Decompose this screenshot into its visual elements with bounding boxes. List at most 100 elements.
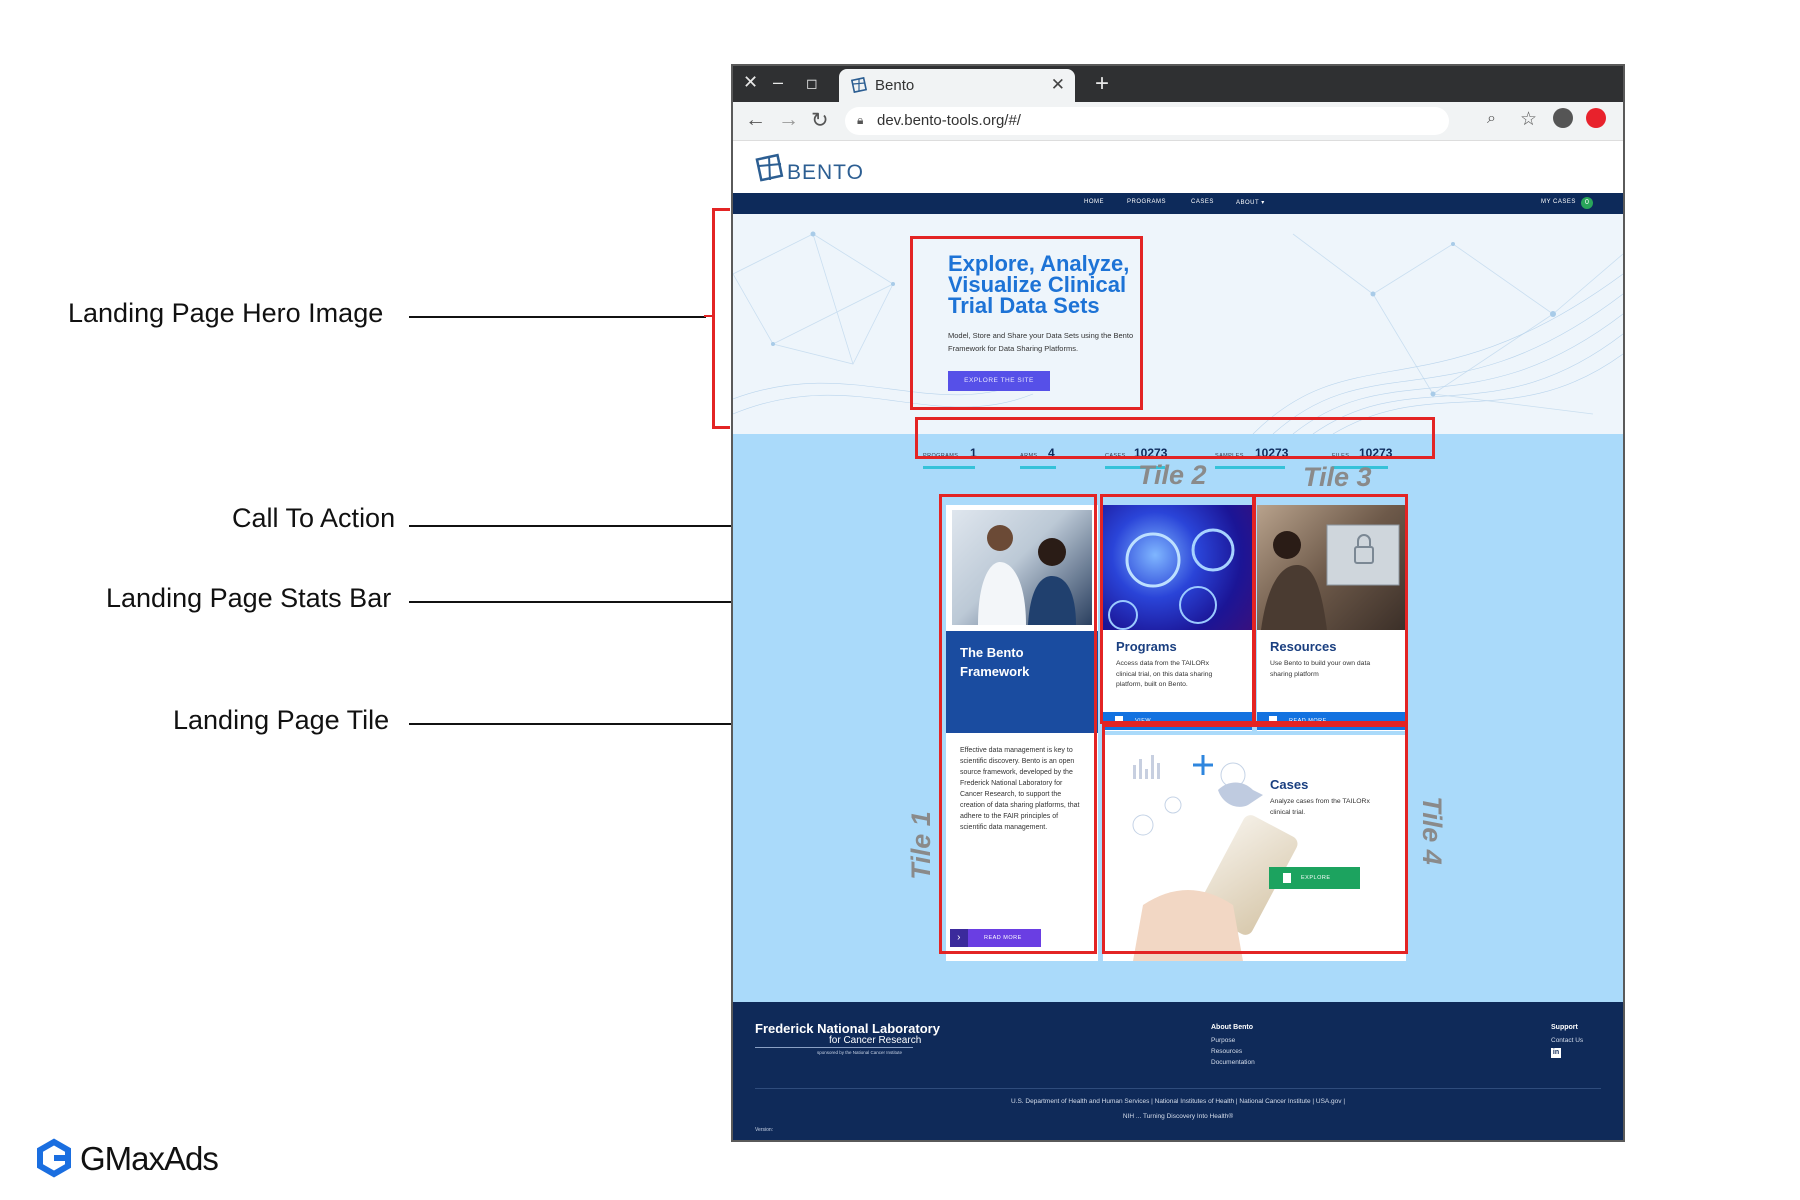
- button-label: READ MORE: [984, 935, 1022, 941]
- new-tab-icon[interactable]: +: [1095, 70, 1110, 97]
- stat-label: CASES: [1105, 453, 1126, 459]
- annotation-hero-bracket: [712, 208, 715, 429]
- tile-framework-header: The Bento Framework: [946, 631, 1098, 733]
- gmaxads-logo-icon: [34, 1138, 74, 1178]
- tile-programs-desc: Access data from the TAILORx clinical tr…: [1116, 660, 1213, 688]
- annotation-tile-line: [409, 723, 937, 725]
- linkedin-icon[interactable]: in: [1551, 1048, 1561, 1058]
- url-text: dev.bento-tools.org/#/: [877, 112, 1021, 129]
- tile-cases: Cases Analyze cases from the TAILORx cli…: [1103, 735, 1406, 961]
- tile-bento-framework: The Bento Framework Effective data manag…: [946, 505, 1098, 961]
- zoom-icon[interactable]: ⌕: [1487, 110, 1496, 127]
- annotation-tile-label: Landing Page Tile: [173, 705, 390, 735]
- tile-cases-title: Cases: [1270, 777, 1309, 792]
- browser-tabbar: ✕ – ◻ Bento ✕ +: [733, 66, 1623, 102]
- button-label: READ MORE: [1289, 718, 1327, 724]
- annotation-hero-line: [409, 316, 706, 318]
- annotation-stats-line: [409, 601, 860, 603]
- tile-framework-read-more-button[interactable]: › READ MORE: [950, 929, 1041, 947]
- stat-underline: [1332, 466, 1388, 469]
- footer-support-heading: Support: [1551, 1024, 1578, 1031]
- tile-resources-title: Resources: [1270, 639, 1337, 654]
- browser-window: ✕ – ◻ Bento ✕ + ← → ↻ 🔒︎ dev.bento-tools…: [731, 64, 1625, 1142]
- back-arrow-icon[interactable]: ←: [745, 108, 766, 131]
- document-icon: [1269, 716, 1277, 726]
- explore-site-button[interactable]: EXPLORE THE SITE: [948, 371, 1050, 391]
- annotation-cta-line: [409, 525, 817, 527]
- hero-title: Explore, Analyze, Visualize Clinical Tri…: [948, 251, 1130, 318]
- stat-value: 4: [1048, 446, 1055, 460]
- tile-resources: Resources Use Bento to build your own da…: [1257, 505, 1406, 731]
- annotation-stats-label: Landing Page Stats Bar: [106, 583, 392, 613]
- profile-avatar-icon[interactable]: [1553, 108, 1573, 128]
- annotation-tile-2: Tile 2: [1138, 460, 1207, 490]
- stat-label: SAMPLES: [1215, 453, 1244, 459]
- document-icon: [1115, 716, 1123, 726]
- bookmark-star-icon[interactable]: ☆: [1520, 109, 1538, 130]
- bento-logo-text[interactable]: BENTO: [787, 161, 864, 184]
- tile-cases-desc: Analyze cases from the TAILORx clinical …: [1270, 798, 1370, 816]
- tile-resources-read-more-button[interactable]: READ MORE: [1257, 712, 1406, 730]
- footer-org-rule: [755, 1047, 913, 1048]
- extension-icon[interactable]: [1586, 108, 1606, 128]
- main-tiles-section: PROGRAMS 1 ARMS 4 CASES 10273 SAMPLES 10…: [733, 434, 1623, 1002]
- lock-icon: 🔒︎: [857, 113, 864, 127]
- hero-section: Explore, Analyze, Visualize Clinical Tri…: [733, 214, 1623, 434]
- annotation-hero-image-label: Landing Page Hero Image: [68, 298, 384, 328]
- browser-tab-bento[interactable]: Bento ✕: [839, 69, 1075, 102]
- tile-framework-title: The Bento Framework: [960, 645, 1030, 679]
- cells-image: [1103, 505, 1252, 630]
- stat-value: 10273: [1359, 446, 1393, 460]
- button-label: EXPLORE: [1301, 875, 1331, 881]
- nav-about[interactable]: ABOUT ▾: [1236, 200, 1265, 206]
- footer-about-heading: About Bento: [1211, 1024, 1253, 1031]
- tile-programs-view-button[interactable]: VIEW: [1103, 712, 1252, 730]
- annotation-tile-3: Tile 3: [1303, 462, 1372, 492]
- nav-home[interactable]: HOME: [1084, 199, 1104, 205]
- site-footer: Frederick National Laboratory for Cancer…: [733, 1002, 1623, 1140]
- forward-arrow-icon[interactable]: →: [778, 108, 799, 131]
- gmaxads-logo-text: GMaxAds: [80, 1140, 219, 1177]
- button-label: VIEW: [1135, 718, 1152, 724]
- stat-label: PROGRAMS: [923, 453, 959, 459]
- footer-tagline: NIH ... Turning Discovery Into Health®: [1122, 1113, 1234, 1120]
- bento-favicon-icon: [850, 76, 868, 98]
- stat-arms: ARMS 4: [1020, 444, 1056, 469]
- stat-underline: [1215, 466, 1285, 469]
- stat-programs: PROGRAMS 1: [923, 444, 977, 469]
- stat-underline: [1105, 466, 1165, 469]
- nav-my-cases[interactable]: MY CASES: [1541, 199, 1576, 205]
- site-navbar: HOME PROGRAMS CASES ABOUT ▾ MY CASES 0: [733, 193, 1623, 214]
- bento-logo-icon[interactable]: [755, 153, 785, 183]
- maximize-window-icon[interactable]: ◻: [806, 75, 818, 91]
- footer-link-contact[interactable]: Contact Us: [1551, 1037, 1584, 1044]
- stat-label: ARMS: [1020, 453, 1038, 459]
- stat-underline: [923, 466, 975, 469]
- stat-value: 10273: [1134, 446, 1168, 460]
- footer-version: Version:: [755, 1127, 774, 1133]
- nav-programs[interactable]: PROGRAMS: [1127, 199, 1167, 205]
- footer-gov-links[interactable]: U.S. Department of Health and Human Serv…: [1010, 1098, 1346, 1105]
- footer-org-sponsor: sponsored by the National Cancer Institu…: [817, 1050, 903, 1055]
- footer-link-resources[interactable]: Resources: [1211, 1048, 1243, 1055]
- annotation-hero-bracket-bottom: [712, 426, 730, 429]
- stat-label: FILES: [1332, 453, 1350, 459]
- reload-icon[interactable]: ↻: [811, 109, 829, 132]
- my-cases-count-badge: 0: [1581, 197, 1593, 209]
- footer-link-documentation[interactable]: Documentation: [1211, 1059, 1255, 1066]
- doctor-patient-image: [952, 510, 1092, 625]
- annotation-hero-bracket-tick: [704, 315, 714, 317]
- stat-underline: [1020, 466, 1056, 469]
- tab-close-icon[interactable]: ✕: [1050, 75, 1065, 94]
- laptop-security-image: [1257, 505, 1406, 630]
- close-window-icon[interactable]: ✕: [743, 72, 759, 92]
- minimize-window-icon[interactable]: –: [773, 72, 784, 92]
- tile-cases-explore-button[interactable]: EXPLORE: [1269, 867, 1360, 889]
- annotation-cta-label: Call To Action: [232, 503, 396, 533]
- nav-cases[interactable]: CASES: [1191, 199, 1214, 205]
- footer-link-purpose[interactable]: Purpose: [1211, 1037, 1236, 1044]
- address-bar[interactable]: 🔒︎ dev.bento-tools.org/#/: [845, 107, 1449, 135]
- hero-network-background: [733, 231, 1623, 434]
- annotation-hero-bracket-top: [712, 208, 730, 211]
- stat-value: 1: [970, 446, 977, 460]
